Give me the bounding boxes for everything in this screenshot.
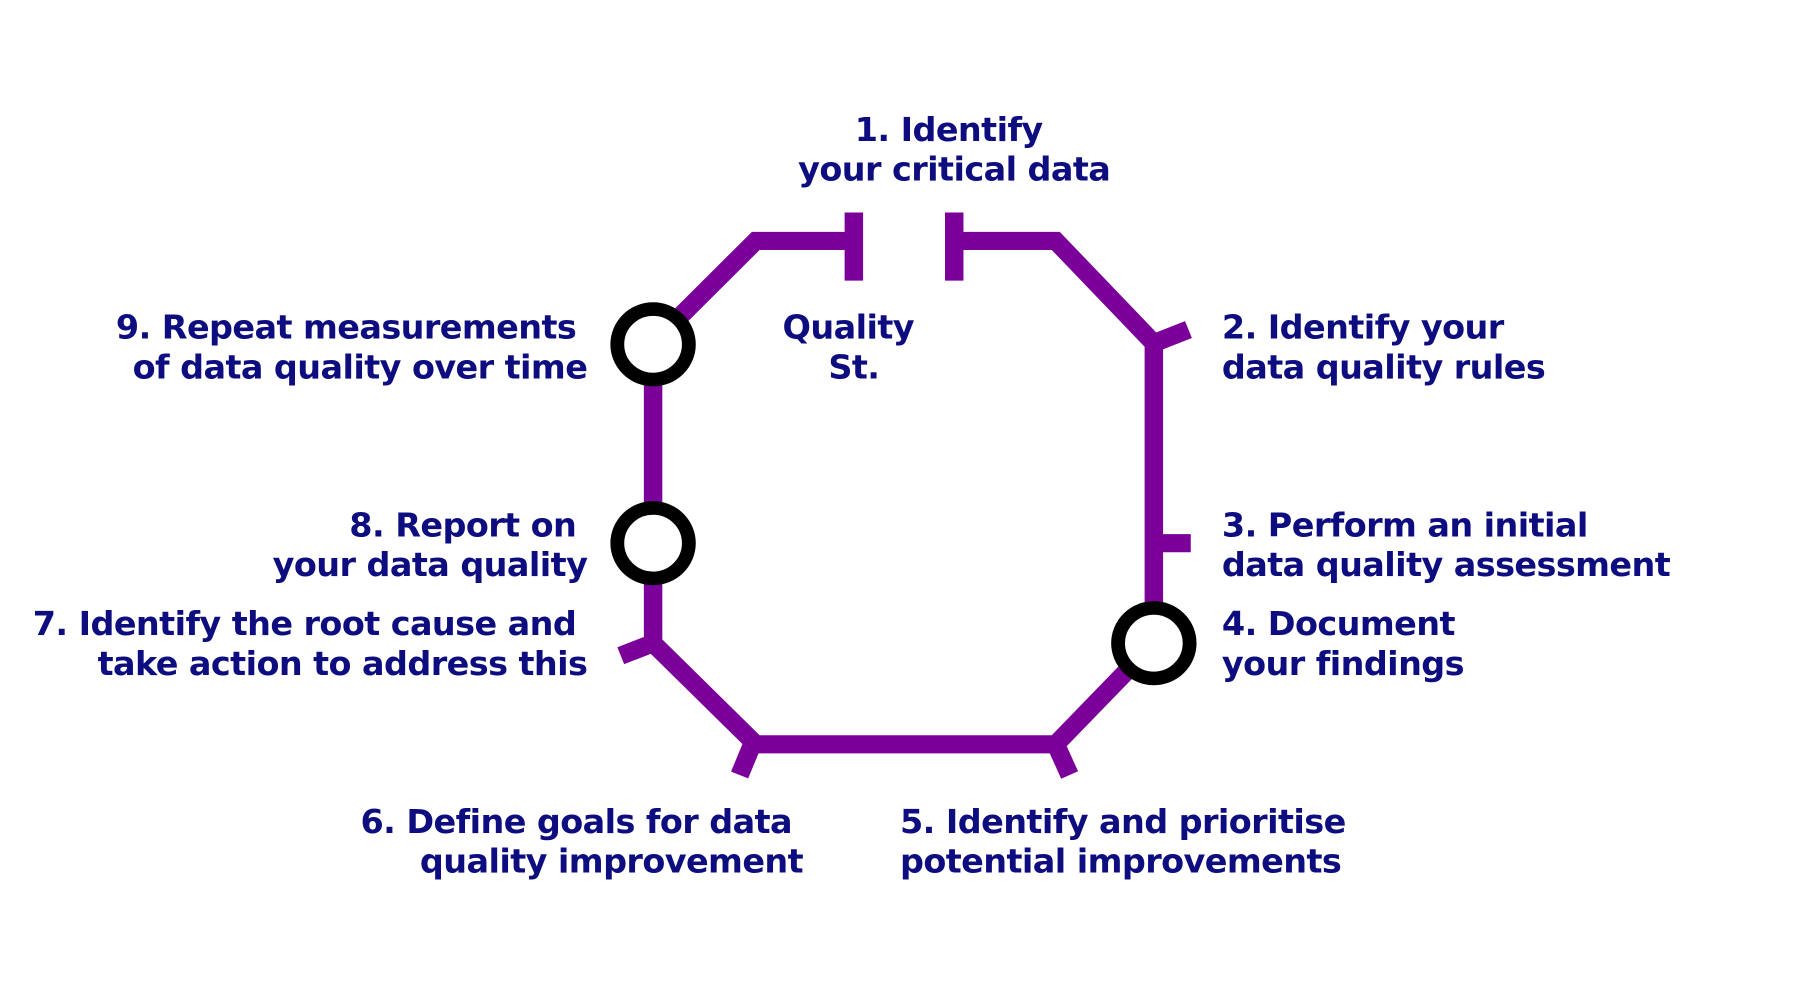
station-9 <box>610 302 696 387</box>
step-7-label: 7. Identify the root cause and take acti… <box>33 604 588 682</box>
step-4-label: 4. Document your findings <box>1222 604 1466 682</box>
step-5-label: 5. Identify and prioritise potential imp… <box>900 802 1357 880</box>
step-2-label: 2. Identify your data quality rules <box>1222 308 1545 386</box>
stop-tick-2 <box>1150 321 1192 352</box>
step-1-label: 1. Identify your critical data <box>798 110 1110 188</box>
step-6-label: 6. Define goals for data quality improve… <box>360 802 803 880</box>
center-label: Quality St. <box>783 308 926 386</box>
stop-tick-7 <box>617 634 657 665</box>
loop-line <box>643 231 1164 754</box>
stop-tick-5 <box>1047 740 1079 779</box>
station-8 <box>610 501 696 586</box>
step-9-label: 9. Repeat measurements of data quality o… <box>116 308 587 386</box>
stop-tick-6 <box>731 740 761 779</box>
step-3-label: 3. Perform an initial data quality asses… <box>1222 506 1671 584</box>
step-8-label: 8. Report on your data quality <box>273 506 589 584</box>
station-4 <box>1111 601 1197 686</box>
